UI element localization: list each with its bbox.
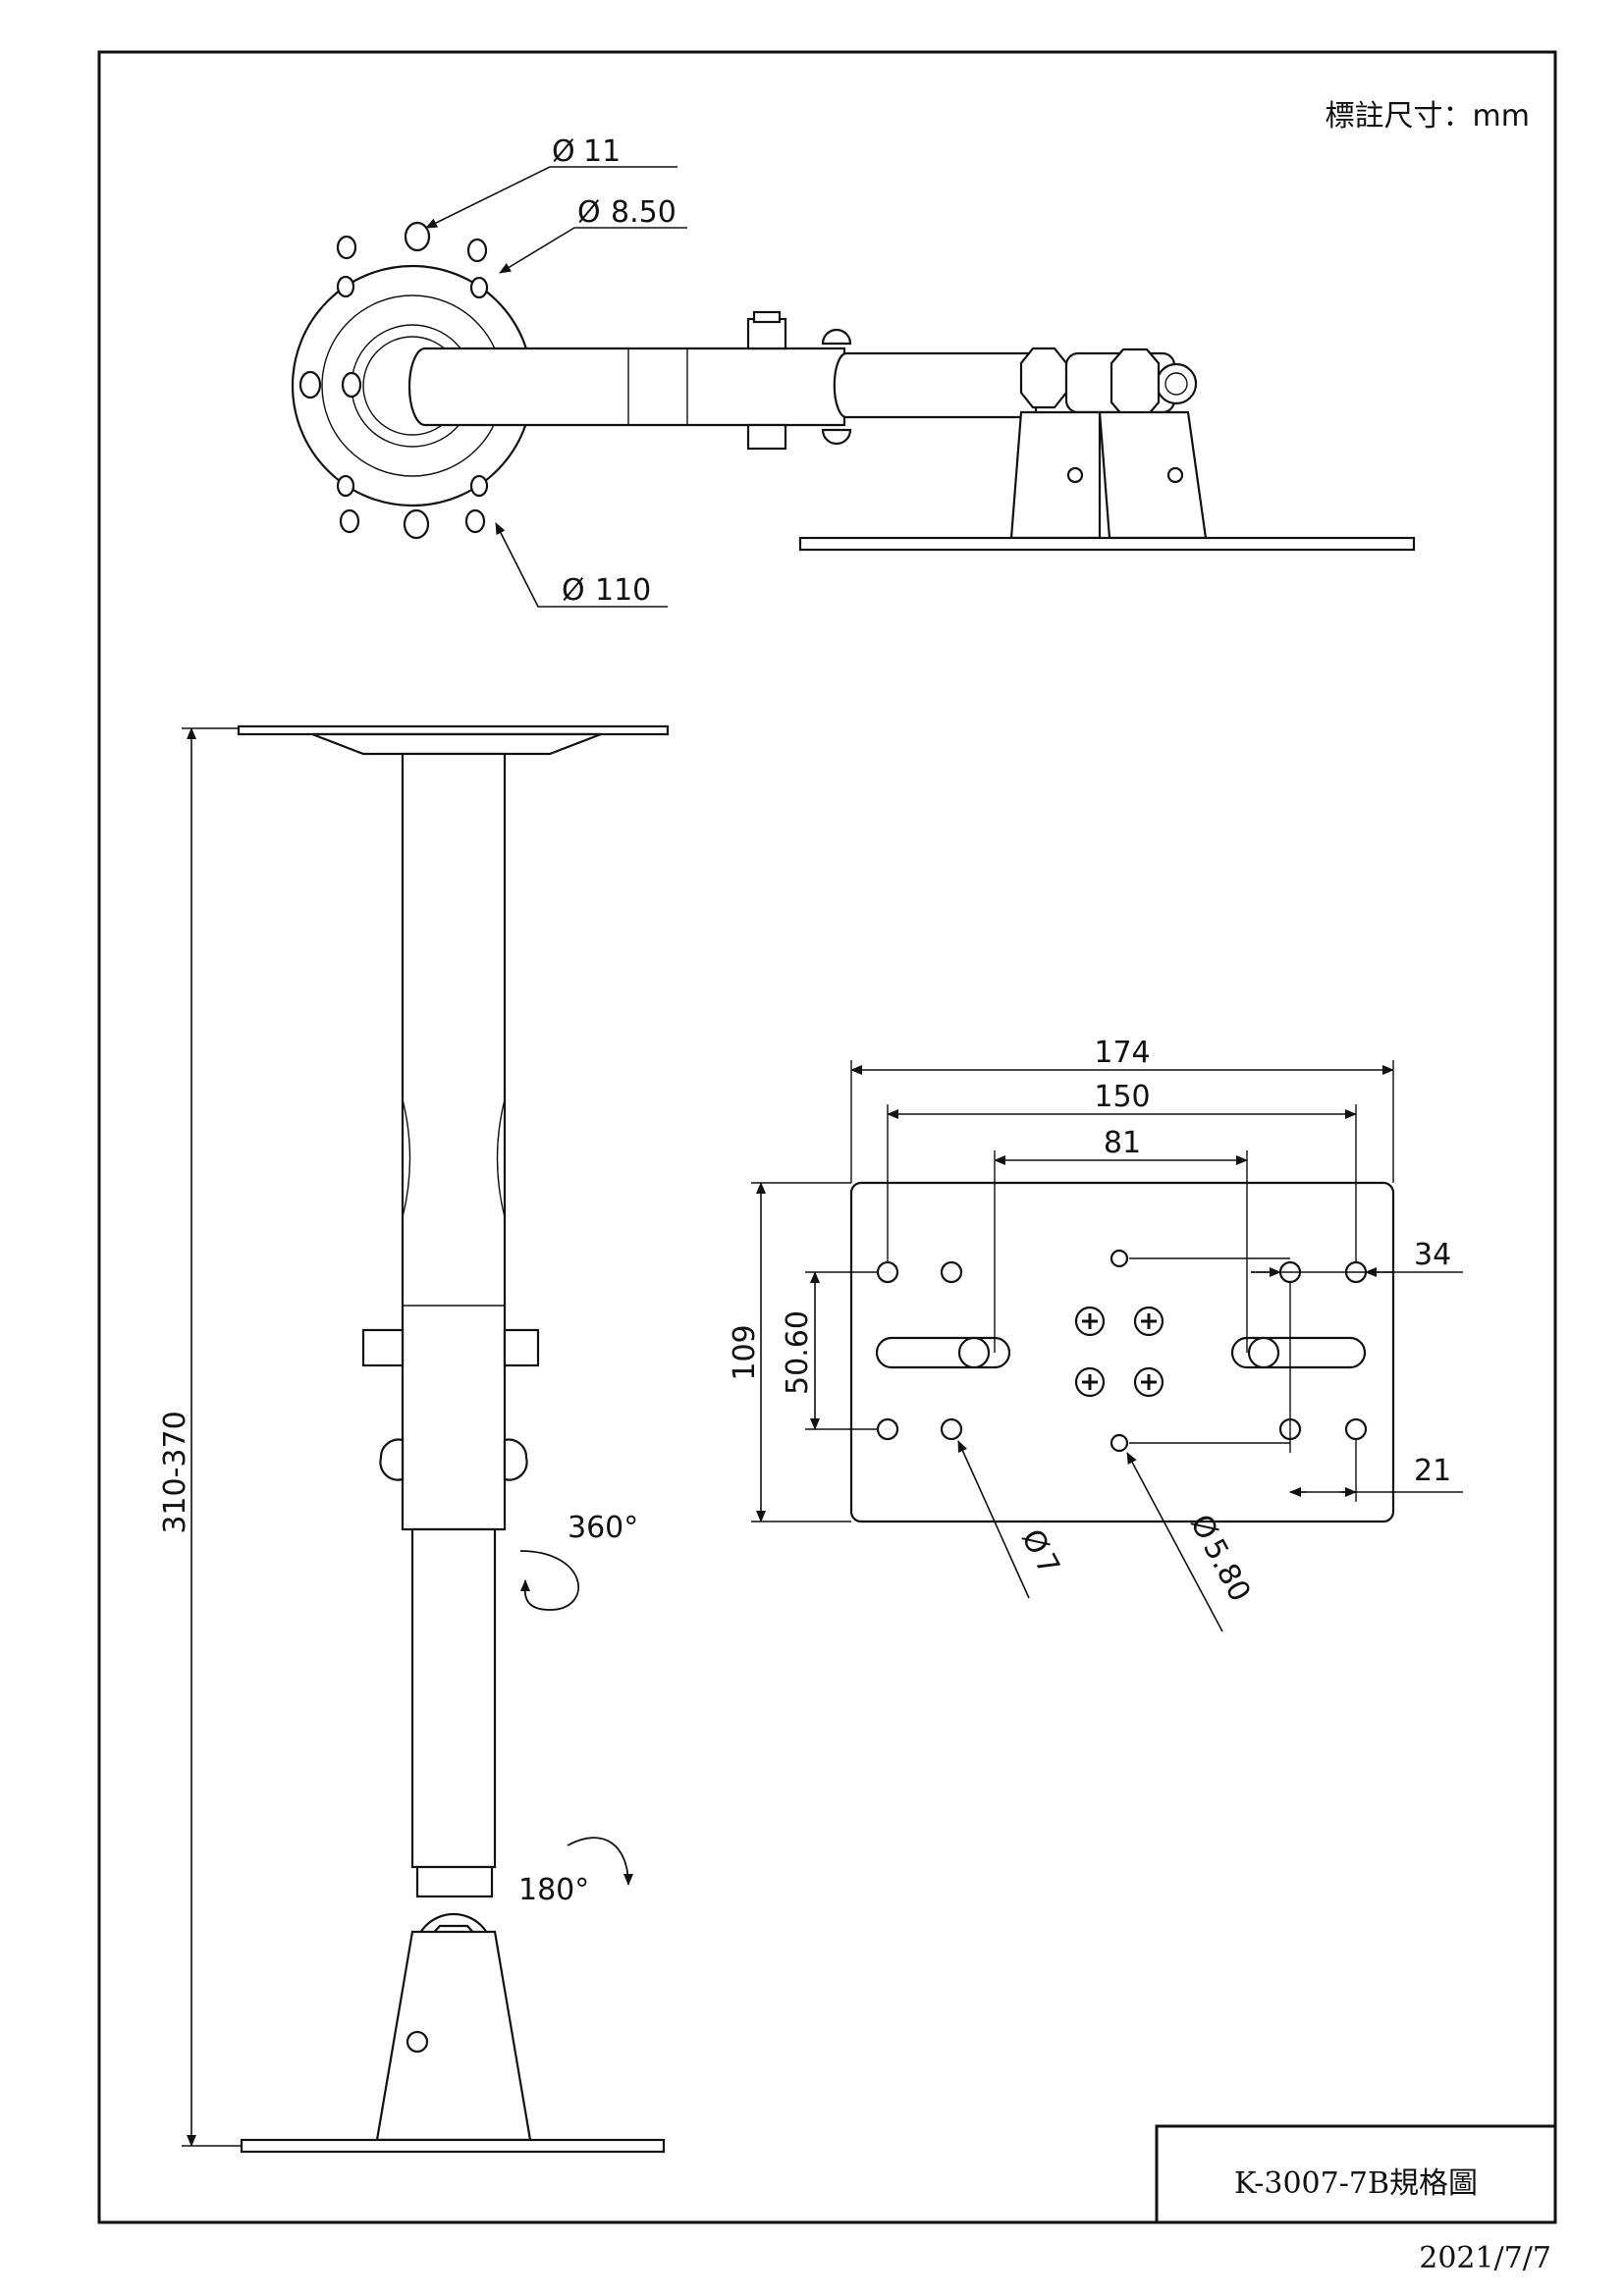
drawing-title: K-3007-7B規格圖: [1234, 2166, 1478, 2201]
hole-diameter-b-leader: [1126, 1452, 1223, 1632]
side-view: 310-370 360° 180°: [158, 724, 670, 2154]
flange-diameter-label: 110: [595, 573, 651, 608]
slot-span-label: 81: [1104, 1126, 1141, 1160]
flange-hole-large-symbol: Ø: [552, 134, 575, 169]
hole-offset-bottom-label: 21: [1414, 1454, 1451, 1488]
flange-holes: [298, 221, 489, 540]
base-plate: [849, 1181, 1395, 1523]
drawing-date: 2021/7/7: [1419, 2241, 1551, 2275]
drawing-border: [97, 50, 1557, 2224]
top-view: Ø 11 Ø 8.50 Ø 110: [291, 134, 1416, 608]
flange-diameter-leader: [495, 522, 668, 608]
base-plate-side: [798, 536, 1416, 552]
rotation-360-arrow: [519, 1550, 580, 1611]
flange-hole-small-leader: [499, 227, 687, 274]
height-range-label: 310-370: [158, 1411, 192, 1533]
hole-span-label: 150: [1094, 1080, 1150, 1114]
plate-view: 174 150 81 109 50.60 34 21: [728, 1036, 1463, 1632]
flange-hole-large-leader: [425, 166, 677, 229]
rotation-180-label: 180°: [518, 1873, 589, 1907]
hole-diameter-a-leader: [957, 1440, 1030, 1599]
plate-width-label: 174: [1094, 1036, 1150, 1070]
flange-hole-small-symbol: Ø: [577, 195, 601, 230]
rotation-360-label: 360°: [568, 1511, 638, 1545]
title-block: [1155, 2124, 1557, 2224]
hole-offset-top-label: 34: [1414, 1238, 1451, 1272]
rotation-180-arrow: [567, 1837, 633, 1886]
hole-diameter-b-label: 5.80: [1196, 1533, 1257, 1607]
units-note: 標註尺寸：mm: [1326, 99, 1530, 133]
flange-diameter-symbol: Ø: [562, 573, 585, 608]
slot-height-label: 50.60: [781, 1310, 815, 1395]
flange-hole-large-label: 11: [583, 134, 621, 169]
plate-height-label: 109: [728, 1324, 762, 1380]
flange-hole-small-label: 8.50: [611, 195, 677, 230]
